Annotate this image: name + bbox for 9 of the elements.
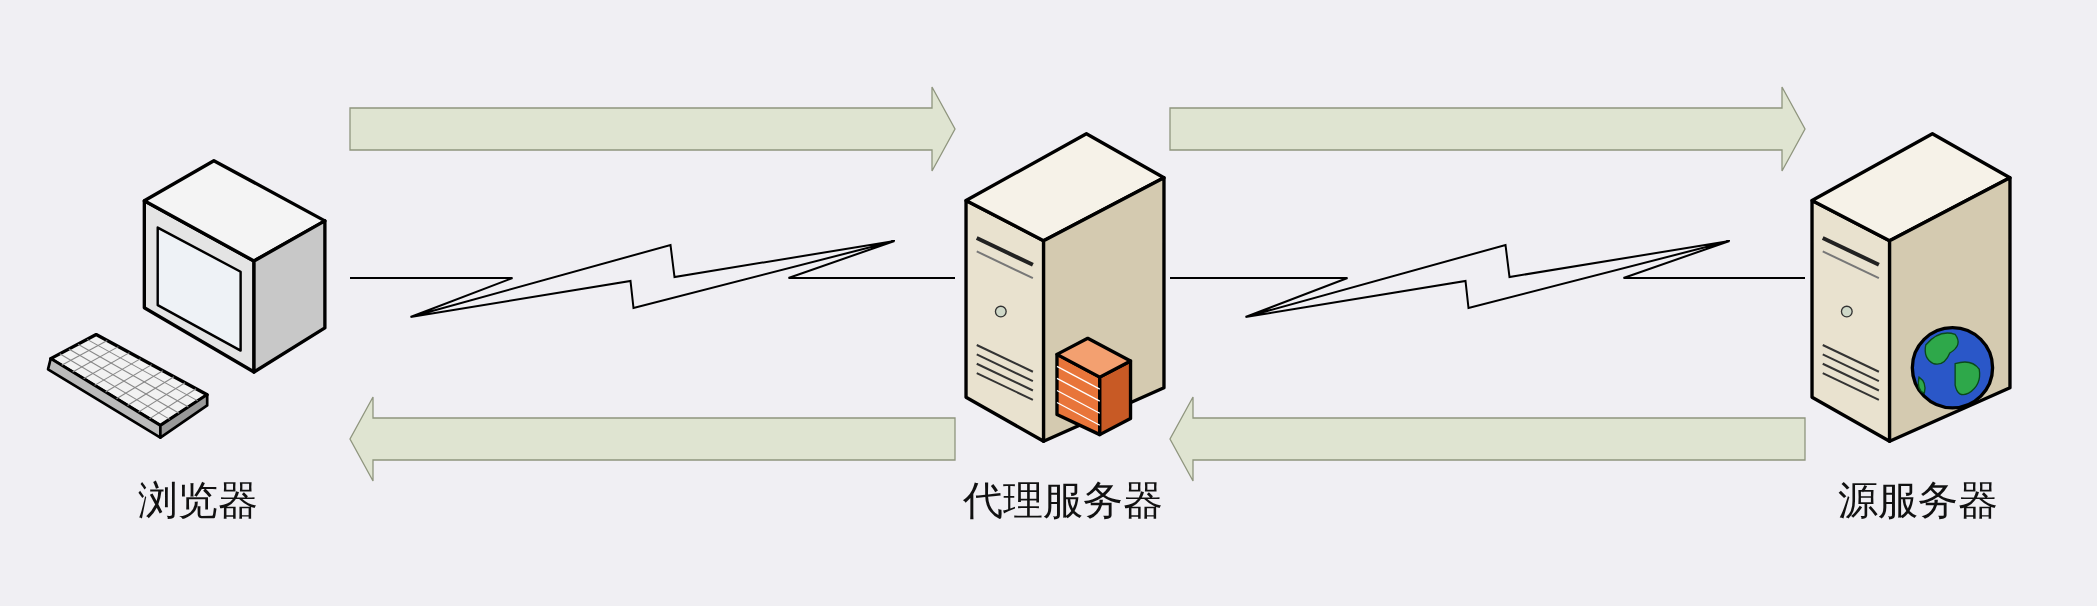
device-label: 代理服务器 bbox=[962, 476, 1163, 525]
device-label: 浏览器 bbox=[137, 476, 258, 525]
lightning-link bbox=[349, 240, 956, 318]
device-label: 源服务器 bbox=[1837, 476, 1998, 525]
block-arrow bbox=[1169, 86, 1806, 172]
block-arrow bbox=[349, 396, 956, 482]
lightning-link bbox=[1169, 240, 1806, 318]
block-arrow bbox=[1169, 396, 1806, 482]
block-arrow bbox=[349, 86, 956, 172]
